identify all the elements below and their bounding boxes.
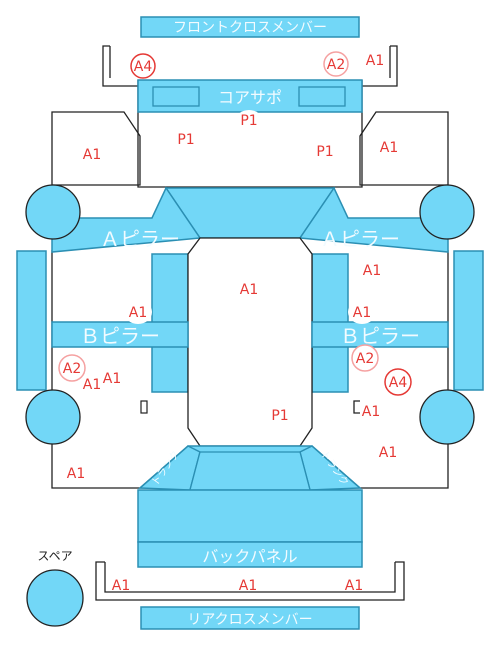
- rear-cross-member-label: リアクロスメンバー: [187, 612, 312, 628]
- body-outline: [51, 111, 141, 186]
- mark: A1: [112, 578, 130, 594]
- mark: A1: [345, 578, 363, 594]
- right-rocker[interactable]: [453, 250, 484, 391]
- mark: A1: [379, 445, 397, 461]
- rear-cross-member[interactable]: [140, 606, 360, 630]
- wheel-front-right[interactable]: [419, 184, 475, 240]
- spare-label: スペア: [37, 549, 72, 563]
- mark-circle-a2-left: [58, 354, 86, 382]
- right-small-marker: [353, 400, 360, 414]
- mark: A1: [67, 466, 85, 482]
- a-pillar-right[interactable]: [298, 186, 449, 253]
- front-cross-member[interactable]: [140, 16, 360, 38]
- mark-bubble: [236, 110, 262, 130]
- cabin-floor: [187, 237, 313, 447]
- mark-circle-a4-right: [384, 368, 412, 396]
- mark: P1: [240, 113, 257, 129]
- b-pillar-right[interactable]: [311, 321, 449, 348]
- b-pillar-left[interactable]: [51, 321, 189, 348]
- mark: P1: [177, 132, 194, 148]
- front-cross-member-label: フロントクロスメンバー: [173, 20, 327, 36]
- mark: A1: [239, 578, 257, 594]
- mark-circle-a2-right: [351, 344, 379, 372]
- mark: A4: [389, 375, 408, 391]
- mark: A1: [240, 282, 258, 298]
- mark: A2: [327, 57, 345, 73]
- front-bumper-outline: [102, 45, 398, 87]
- back-panel[interactable]: [137, 489, 363, 543]
- wheel-rear-right[interactable]: [419, 389, 475, 445]
- mark: A1: [353, 305, 371, 321]
- back-panel-label: バックパネル: [202, 547, 297, 566]
- b-pillar-right-label: Ｂピラー: [340, 324, 420, 348]
- wheel-rear-left[interactable]: [25, 389, 81, 445]
- mark: P1: [316, 144, 333, 160]
- mark: A1: [380, 140, 398, 156]
- a-pillar-left[interactable]: [51, 186, 202, 253]
- trunk-center: [189, 451, 311, 491]
- spare-tire[interactable]: [26, 569, 84, 627]
- left-small-marker: [140, 400, 148, 414]
- wheel-front-left[interactable]: [25, 184, 81, 240]
- core-support-right-lamp: [298, 86, 346, 107]
- mark: A1: [363, 263, 381, 279]
- mark-circle-a4: [130, 53, 156, 79]
- core-support-left-lamp: [152, 86, 200, 107]
- mark: A1: [362, 404, 380, 420]
- back-panel-strip: [137, 541, 363, 568]
- mark: A1: [129, 305, 147, 321]
- a-pillar-left-label: Ａピラー: [100, 227, 180, 251]
- mark-circle-a2: [323, 51, 349, 77]
- core-support-label: コアサポ: [218, 88, 282, 107]
- a-pillar-right-label: Ａピラー: [320, 227, 400, 251]
- b-pillar-left-label: Ｂピラー: [80, 324, 160, 348]
- front-hood-outline: [137, 80, 363, 188]
- body-outline-right: [359, 111, 449, 186]
- mark: A1: [366, 53, 384, 69]
- mark: A4: [134, 59, 153, 75]
- mark: A1: [103, 371, 121, 387]
- mark-bubble: [124, 300, 152, 324]
- mark: A1: [83, 147, 101, 163]
- mark: P1: [271, 408, 288, 424]
- left-rocker[interactable]: [16, 250, 47, 391]
- mark: A2: [63, 361, 81, 377]
- mark-bubble: [348, 300, 376, 324]
- mark: A2: [356, 351, 374, 367]
- mark: A1: [83, 377, 101, 393]
- rear-bumper-outline: [95, 561, 405, 601]
